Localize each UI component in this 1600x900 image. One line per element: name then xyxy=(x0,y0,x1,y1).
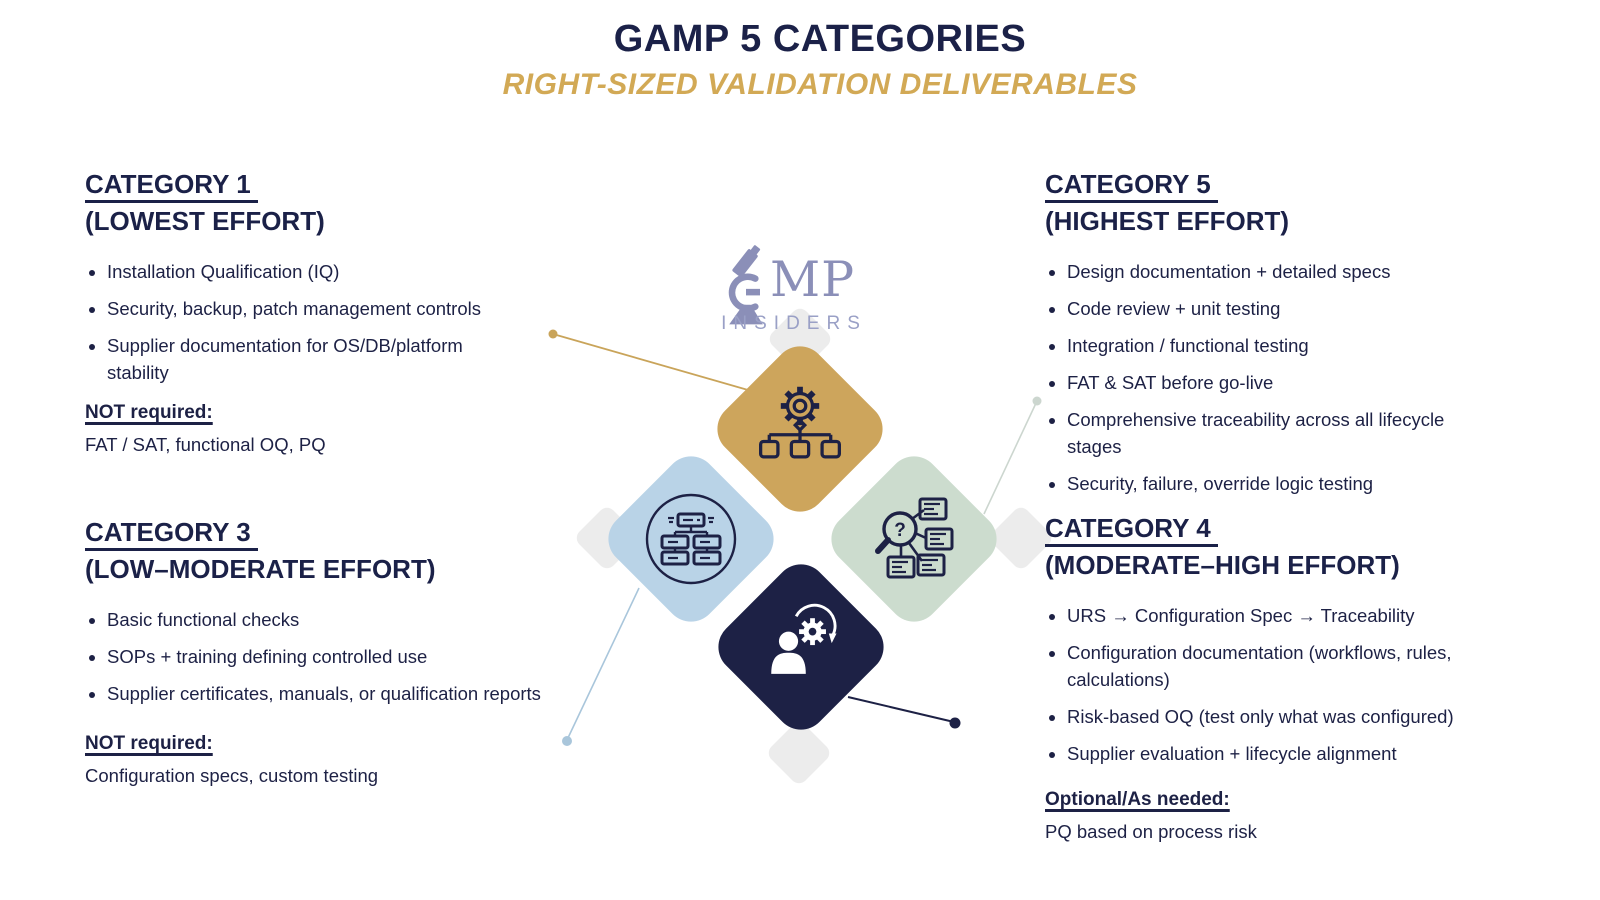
cat5-connector xyxy=(983,396,1042,515)
category-1-section: CATEGORY 1 (LOWEST EFFORT) Installation … xyxy=(85,166,555,458)
gear-hierarchy-icon xyxy=(759,386,841,459)
category-1-note: NOT required: FAT / SAT, functional OQ, … xyxy=(85,402,555,458)
logo-tagline: INSIDERS xyxy=(721,313,867,334)
bullet-item: Security, failure, override logic testin… xyxy=(1067,470,1459,497)
page-subtitle: RIGHT-SIZED VALIDATION DELIVERABLES xyxy=(502,68,1138,101)
bullet-item: Configuration documentation (workflows, … xyxy=(1067,639,1505,693)
category-4-note: Optional/As needed: PQ based on process … xyxy=(1045,789,1525,845)
note-text: PQ based on process risk xyxy=(1045,821,1257,842)
note-label: NOT required: xyxy=(85,733,213,754)
svg-text:?: ? xyxy=(894,520,906,541)
note-label: Optional/As needed: xyxy=(1045,789,1230,810)
bullet-item: FAT & SAT before go-live xyxy=(1067,369,1459,396)
category-3-title: CATEGORY 3 (LOW–MODERATE EFFORT) xyxy=(85,517,436,584)
navy-diamond xyxy=(707,553,895,741)
category-4-bullet-list: URS → Configuration Spec → Traceability … xyxy=(1045,602,1505,767)
bullet-item: Basic functional checks xyxy=(107,606,542,633)
category-5-bullet-list: Design documentation + detailed specs Co… xyxy=(1045,258,1459,497)
category-3-note: NOT required: Configuration specs, custo… xyxy=(85,733,555,789)
category-4-section: CATEGORY 4 (MODERATE–HIGH EFFORT) URS → … xyxy=(1045,510,1525,845)
magnifier-documents-icon: ? xyxy=(875,497,954,579)
bullet-item: URS → Configuration Spec → Traceability xyxy=(1067,602,1505,629)
category-5-section: CATEGORY 5 (HIGHEST EFFORT) Design docum… xyxy=(1045,166,1525,507)
cat3-connector xyxy=(562,587,640,746)
page-title: GAMP 5 CATEGORIES xyxy=(613,18,1027,60)
blue-diamond xyxy=(597,445,785,633)
category-1-bullet-list: Installation Qualification (IQ) Security… xyxy=(85,258,527,386)
cat1-connector xyxy=(548,329,749,391)
category-3-bullet-list: Basic functional checks SOPs + training … xyxy=(85,606,542,707)
category-3-section: CATEGORY 3 (LOW–MODERATE EFFORT) Basic f… xyxy=(85,514,555,789)
microscope-icon xyxy=(728,245,763,325)
gold-diamond xyxy=(706,335,894,523)
bullet-item: Risk-based OQ (test only what was config… xyxy=(1067,703,1505,730)
note-text: Configuration specs, custom testing xyxy=(85,765,379,786)
category-4-title: CATEGORY 4 (MODERATE–HIGH EFFORT) xyxy=(1045,513,1400,580)
user-gear-sync-icon xyxy=(771,603,837,674)
bullet-item: Security, backup, patch management contr… xyxy=(107,295,527,322)
green-diamond: ? xyxy=(820,445,1008,633)
network-diagram-icon xyxy=(645,493,737,585)
note-label: NOT required: xyxy=(85,402,213,423)
gmp-insiders-logo: MP INSIDERS xyxy=(712,243,876,335)
bullet-item: Code review + unit testing xyxy=(1067,295,1459,322)
bullet-item: Supplier certificates, manuals, or quali… xyxy=(107,680,542,707)
bullet-item: Supplier evaluation + lifecycle alignmen… xyxy=(1067,740,1505,767)
bullet-item: Comprehensive traceability across all li… xyxy=(1067,406,1459,460)
bullet-item: Design documentation + detailed specs xyxy=(1067,258,1459,285)
category-5-title: CATEGORY 5 (HIGHEST EFFORT) xyxy=(1045,169,1290,236)
bullet-item: SOPs + training defining controlled use xyxy=(107,643,542,670)
bullet-item: Supplier documentation for OS/DB/platfor… xyxy=(107,332,527,386)
bullet-item: Integration / functional testing xyxy=(1067,332,1459,359)
note-text: FAT / SAT, functional OQ, PQ xyxy=(85,434,326,455)
bullet-item: Installation Qualification (IQ) xyxy=(107,258,527,285)
category-1-title: CATEGORY 1 (LOWEST EFFORT) xyxy=(85,169,325,236)
logo-wordmark: MP xyxy=(770,251,856,308)
